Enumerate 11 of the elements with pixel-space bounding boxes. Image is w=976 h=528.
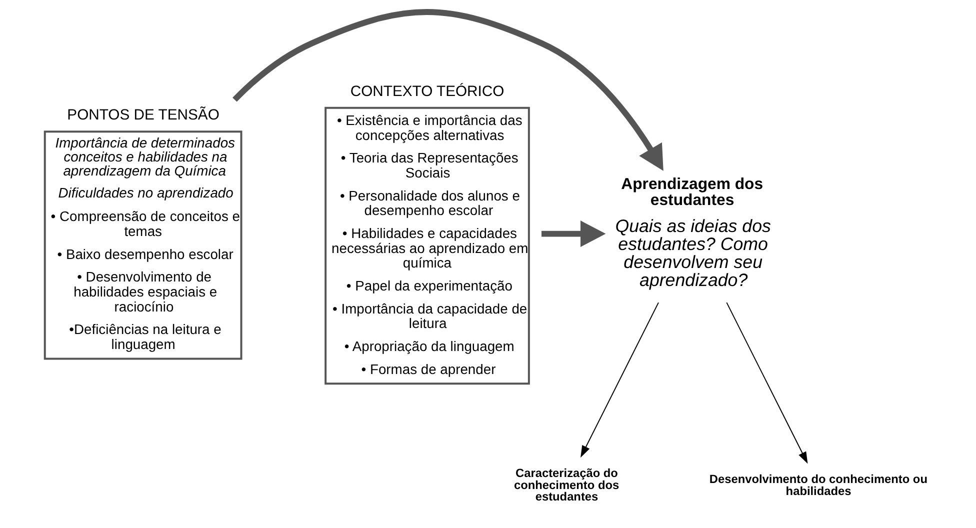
node-box: • Existência e importância das concepções alternativas • Teoria das Representações Sociais • Personalidade dos alunos e desempenho escolar • Habilidades e capacidades necessárias ao aprendizado em química • Papel da experimentação • Importância da capacidade de leitura • Apropriação da linguagem • Formas de aprender: [324, 106, 530, 385]
arrow: [542, 220, 606, 248]
arrow: [726, 302, 808, 464]
arrow: [580, 302, 659, 458]
node-label: CONTEXTO TEÓRICO: [350, 84, 504, 100]
arrow: [232, 9, 664, 171]
node-text: Aprendizagem dos estudantes Quais as ideias dos estudantes? Como desenvolvem seu aprendizado?: [615, 176, 771, 290]
node-text: Desenvolvimento do conhecimento ou habilidades: [709, 472, 928, 498]
node-label: PONTOS DE TENSÃO: [67, 108, 220, 124]
node-text: Caracterização do conhecimento dos estudantes: [514, 466, 620, 504]
node-box: Importância de determinados conceitos e habilidades na aprendizagem da Química Dificuldades no aprendizado • Compreensão de conceitos e temas • Baixo desempenho escolar • Desenvolvimento de habilidades espaciais e raciocínio •Deficiências na leitura e linguagem: [44, 130, 242, 360]
